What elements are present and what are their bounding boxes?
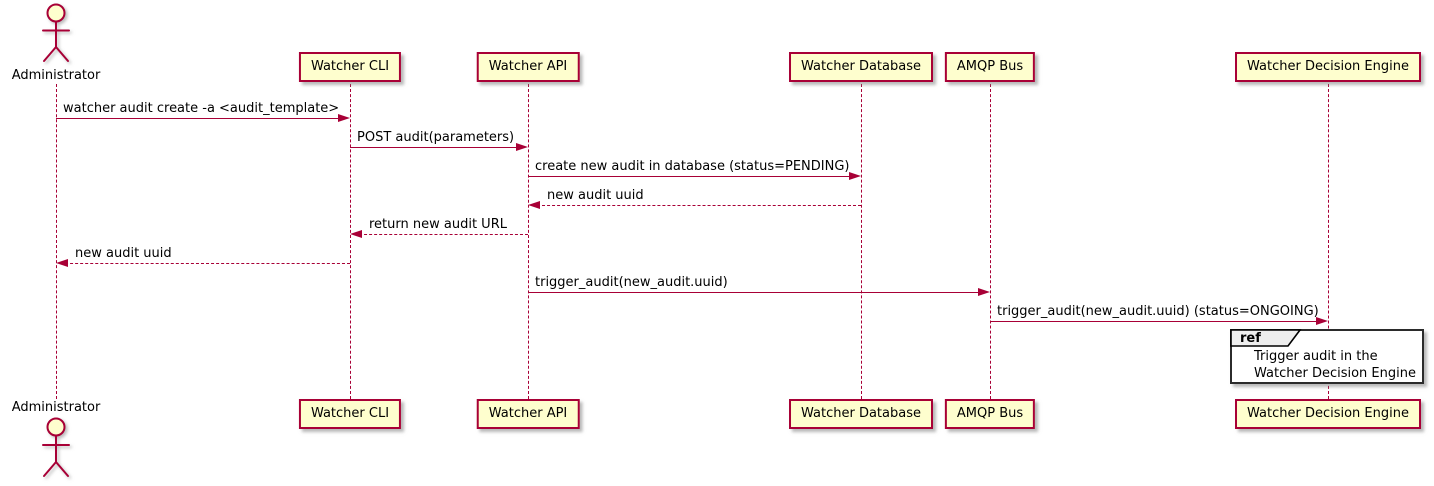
message-arrowhead-2 <box>849 172 861 180</box>
ref-text-line: Watcher Decision Engine <box>1254 366 1416 381</box>
participant-watcher-api-bottom: Watcher API <box>476 399 580 429</box>
message-arrowhead-5 <box>56 259 68 267</box>
lifeline-administrator <box>56 84 57 399</box>
message-arrowhead-1 <box>516 143 528 151</box>
lifeline-watcher-database <box>861 84 862 399</box>
ref-text-line: Trigger audit in the <box>1254 349 1378 364</box>
participant-watcher-cli-bottom: Watcher CLI <box>298 399 402 429</box>
message-line-3 <box>532 205 861 206</box>
message-label-2: create new audit in database (status=PEN… <box>535 159 850 174</box>
message-label-7: trigger_audit(new_audit.uuid) (status=ON… <box>997 304 1319 319</box>
message-line-2 <box>528 176 857 177</box>
message-line-1 <box>350 147 524 148</box>
message-arrowhead-0 <box>338 114 350 122</box>
participant-amqp-bus-bottom: AMQP Bus <box>944 399 1036 429</box>
participant-watcher-decision-engine-bottom: Watcher Decision Engine <box>1235 399 1421 429</box>
actor-icon <box>42 417 70 477</box>
lifeline-watcher-decision-engine <box>1328 84 1329 399</box>
actor-label-bottom: Administrator <box>11 400 101 415</box>
message-line-6 <box>528 292 986 293</box>
message-label-5: new audit uuid <box>75 246 172 261</box>
message-label-1: POST audit(parameters) <box>357 130 515 145</box>
message-label-6: trigger_audit(new_audit.uuid) <box>535 275 728 290</box>
lifeline-amqp-bus <box>990 84 991 399</box>
message-line-0 <box>56 118 346 119</box>
participant-watcher-decision-engine-top: Watcher Decision Engine <box>1235 52 1421 82</box>
participant-watcher-database-bottom: Watcher Database <box>789 399 933 429</box>
message-arrowhead-7 <box>1316 317 1328 325</box>
participant-watcher-cli-top: Watcher CLI <box>298 52 402 82</box>
ref-tag-pentagon <box>1230 329 1302 347</box>
message-line-4 <box>354 234 528 235</box>
message-arrowhead-4 <box>350 230 362 238</box>
participant-watcher-database-top: Watcher Database <box>789 52 933 82</box>
message-line-7 <box>990 321 1324 322</box>
participant-amqp-bus-top: AMQP Bus <box>944 52 1036 82</box>
message-line-5 <box>60 263 350 264</box>
ref-text: Trigger audit in the Watcher Decision En… <box>1254 348 1416 382</box>
actor-icon <box>42 3 70 62</box>
lifeline-watcher-api <box>528 84 529 399</box>
lifeline-watcher-cli <box>350 84 351 399</box>
ref-tag-label: ref <box>1240 331 1261 346</box>
participant-watcher-api-top: Watcher API <box>476 52 580 82</box>
actor-label-top: Administrator <box>11 68 101 83</box>
message-label-3: new audit uuid <box>547 188 644 203</box>
message-arrowhead-3 <box>528 201 540 209</box>
message-label-0: watcher audit create -a <audit_template> <box>63 101 340 116</box>
message-label-4: return new audit URL <box>369 217 507 232</box>
ref-fragment: ref Trigger audit in the Watcher Decisio… <box>1230 329 1424 384</box>
message-arrowhead-6 <box>978 288 990 296</box>
